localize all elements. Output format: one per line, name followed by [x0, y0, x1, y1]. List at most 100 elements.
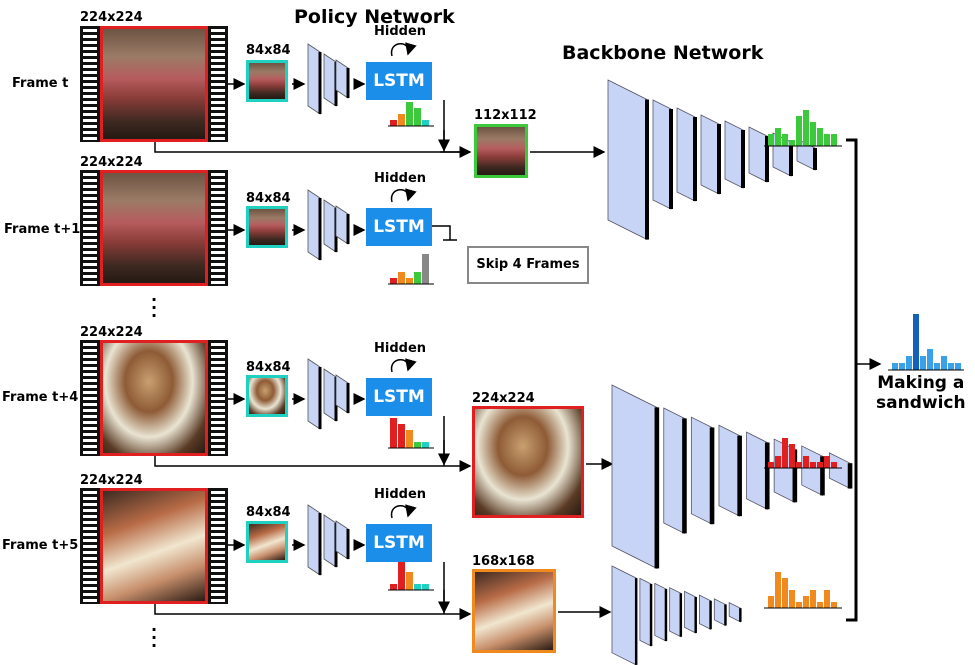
policy-bar [414, 272, 421, 284]
class-bar [796, 116, 802, 146]
cnn-layer [607, 79, 648, 241]
cnn-layer [611, 565, 637, 665]
final-bar [955, 363, 961, 370]
frame-size-label: 224x224 [80, 10, 143, 25]
class-bar [831, 462, 837, 468]
ellipsis-dots: ... [151, 616, 158, 651]
class-bar [775, 128, 781, 146]
prediction-label: Making a sandwich [876, 373, 966, 413]
cnn-layer [307, 358, 321, 430]
class-bar [817, 602, 823, 608]
final-bar [948, 363, 954, 370]
policy-bar [414, 442, 421, 448]
policy-bar [406, 430, 413, 448]
cnn-layer [335, 520, 349, 560]
policy-bar [422, 442, 429, 448]
final-histogram [888, 314, 964, 371]
hidden-state-loop [390, 358, 417, 373]
backbone-input-image [472, 569, 556, 653]
backbone-cnn [611, 384, 853, 570]
ellipsis-dots: ... [151, 286, 158, 321]
downsampled-image [246, 521, 288, 563]
lstm-block: LSTM [366, 62, 432, 100]
policy-bar [390, 278, 397, 284]
cnn-layer [323, 199, 337, 253]
class-bar [803, 110, 809, 146]
class-bar [782, 438, 788, 468]
lstm-block: LSTM [366, 378, 432, 416]
cnn-layer [669, 587, 682, 638]
frame-image [100, 488, 208, 604]
final-bar [934, 363, 940, 370]
flow-line [154, 142, 470, 153]
cnn-layer [728, 601, 741, 623]
policy-bar [398, 560, 405, 590]
policy-bar [398, 114, 405, 126]
class-bar [782, 578, 788, 608]
small-size-label: 84x84 [246, 505, 291, 520]
final-bar [899, 363, 905, 370]
cnn-layer [611, 384, 658, 570]
class-bar [775, 456, 781, 468]
hidden-state-loop [390, 188, 417, 203]
class-bar [810, 122, 816, 146]
final-bar [927, 349, 933, 370]
class-bar [824, 134, 830, 146]
backbone-network-title: Backbone Network [562, 42, 764, 64]
frame-image [100, 340, 208, 456]
class-bar [768, 134, 774, 146]
policy-bar [390, 418, 397, 448]
frame-label: Frame t+1 [4, 222, 81, 237]
hidden-label: Hidden [374, 341, 427, 356]
cnn-layer [335, 205, 349, 245]
policy-bar [406, 278, 413, 284]
hidden-state-loop [390, 504, 417, 519]
cnn-layer [724, 120, 744, 189]
backbone-cnn [607, 79, 817, 241]
frame-label: Frame t+4 [2, 390, 79, 405]
cnn-layer [684, 590, 697, 634]
class-bar [796, 602, 802, 608]
policy-bar [422, 254, 429, 284]
cnn-layer [828, 452, 851, 490]
policy-bar [398, 424, 405, 448]
backbone-input-image [474, 124, 528, 178]
cnn-layer [654, 582, 667, 642]
class-bar [789, 590, 795, 608]
policy-cnn [307, 43, 350, 115]
final-bar [892, 363, 898, 370]
cnn-layer [323, 368, 337, 422]
flow-line [154, 456, 440, 467]
cnn-layer [713, 598, 726, 627]
class-bar [831, 134, 837, 146]
prediction-line-1: Making a [877, 373, 965, 393]
class-bar [817, 462, 823, 468]
cnn-layer [746, 431, 768, 510]
hidden-state-loop [390, 42, 417, 57]
backbone-input-size: 168x168 [472, 554, 535, 569]
policy-bar [406, 572, 413, 590]
frame-image [100, 170, 208, 286]
class-bar [789, 140, 795, 146]
aggregate-bracket [846, 138, 858, 622]
class-bar [789, 444, 795, 468]
hidden-label: Hidden [374, 487, 427, 502]
cnn-layer [676, 107, 696, 202]
policy-bar [390, 584, 397, 590]
backbone-input-size: 112x112 [474, 108, 537, 123]
backbone-cnn [611, 565, 742, 665]
class-bar [824, 456, 830, 468]
cnn-layer [718, 424, 741, 517]
cnn-layer [335, 374, 349, 414]
frame-image [100, 26, 208, 142]
class-bar [824, 590, 830, 608]
cnn-layer [663, 407, 685, 534]
lstm-block: LSTM [366, 524, 432, 562]
lstm-block: LSTM [366, 208, 432, 246]
cnn-layer [323, 53, 337, 107]
class-bar [810, 462, 816, 468]
flow-line [432, 225, 451, 240]
policy-histogram [388, 560, 434, 591]
class-bar [768, 462, 774, 468]
class-bar [803, 456, 809, 468]
